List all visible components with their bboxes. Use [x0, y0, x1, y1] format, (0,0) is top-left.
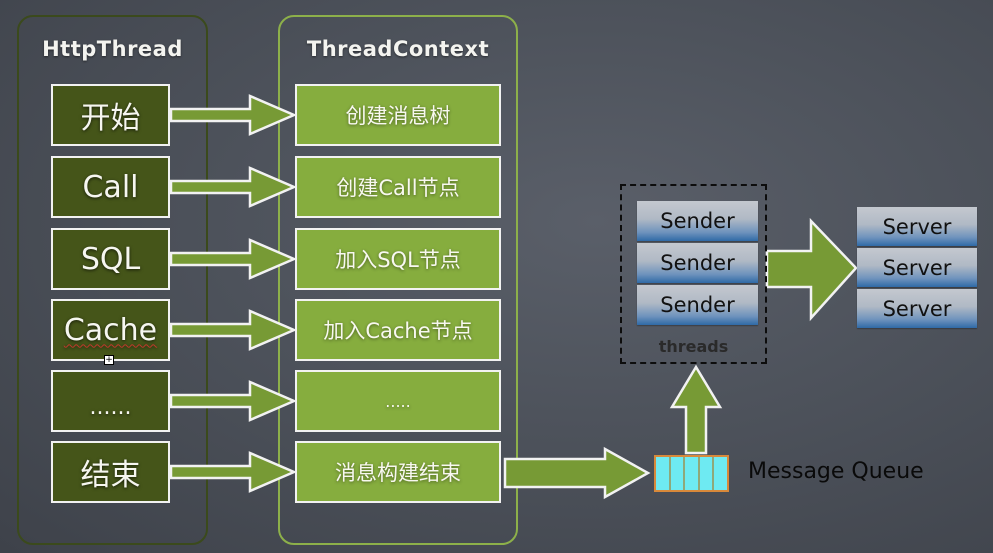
queue-cell — [671, 457, 686, 490]
http-step-ellipsis: ...... — [51, 370, 170, 432]
context-step-label: 创建Call节点 — [336, 176, 460, 200]
http-step-label: Cache — [63, 312, 158, 348]
step-arrow — [169, 309, 298, 351]
context-step-ellipsis: ..... — [295, 370, 501, 432]
context-step-label: ..... — [385, 391, 411, 411]
http-step-label: ...... — [89, 395, 132, 420]
context-step-label: 消息构建结束 — [335, 461, 461, 485]
context-step-end: 消息构建结束 — [295, 441, 501, 503]
http-step-label: SQL — [80, 241, 141, 277]
message-queue-label: Message Queue — [748, 459, 924, 484]
resize-handle-icon[interactable]: + — [104, 355, 114, 365]
server-box: Server — [857, 248, 977, 287]
http-step-end: 结束 — [51, 441, 170, 503]
context-step-add-sql: 加入SQL节点 — [295, 228, 501, 290]
thread-context-title: ThreadContext — [306, 37, 490, 61]
server-box: Server — [857, 289, 977, 328]
context-step-add-cache: 加入Cache节点 — [295, 299, 501, 361]
step-arrow — [169, 451, 298, 493]
http-step-sql: SQL — [51, 228, 170, 290]
arrow-threads-to-servers — [765, 217, 858, 322]
threads-group — [620, 184, 767, 364]
queue-cell — [656, 457, 671, 490]
context-step-create-call: 创建Call节点 — [295, 156, 501, 218]
http-step-label: 开始 — [80, 101, 141, 136]
arrow-to-queue — [503, 446, 651, 500]
http-thread-title: HttpThread — [42, 37, 183, 61]
sender-box: Sender — [637, 201, 758, 241]
message-queue — [654, 455, 729, 492]
context-step-create-tree: 创建消息树 — [295, 84, 501, 146]
arrow-queue-to-threads — [669, 364, 723, 455]
queue-cell — [685, 457, 700, 490]
http-thread-group: HttpThread — [17, 15, 208, 545]
http-step-call: Call — [51, 156, 170, 218]
context-step-label: 加入Cache节点 — [323, 319, 473, 343]
step-arrow — [169, 380, 298, 422]
http-step-cache: Cache — [51, 299, 170, 361]
http-step-start: 开始 — [51, 84, 170, 146]
http-step-label: Call — [82, 169, 139, 205]
step-arrow — [169, 238, 298, 280]
sender-box: Sender — [637, 243, 758, 283]
sender-box: Sender — [637, 285, 758, 325]
server-box: Server — [857, 207, 977, 246]
queue-cell — [714, 457, 727, 490]
http-step-label: 结束 — [80, 458, 141, 493]
context-step-label: 创建消息树 — [345, 104, 451, 128]
queue-cell — [700, 457, 715, 490]
threads-label: threads — [658, 337, 729, 356]
thread-context-group: ThreadContext — [278, 15, 518, 545]
context-step-label: 加入SQL节点 — [335, 248, 461, 272]
step-arrow — [169, 166, 298, 208]
step-arrow — [169, 94, 298, 136]
